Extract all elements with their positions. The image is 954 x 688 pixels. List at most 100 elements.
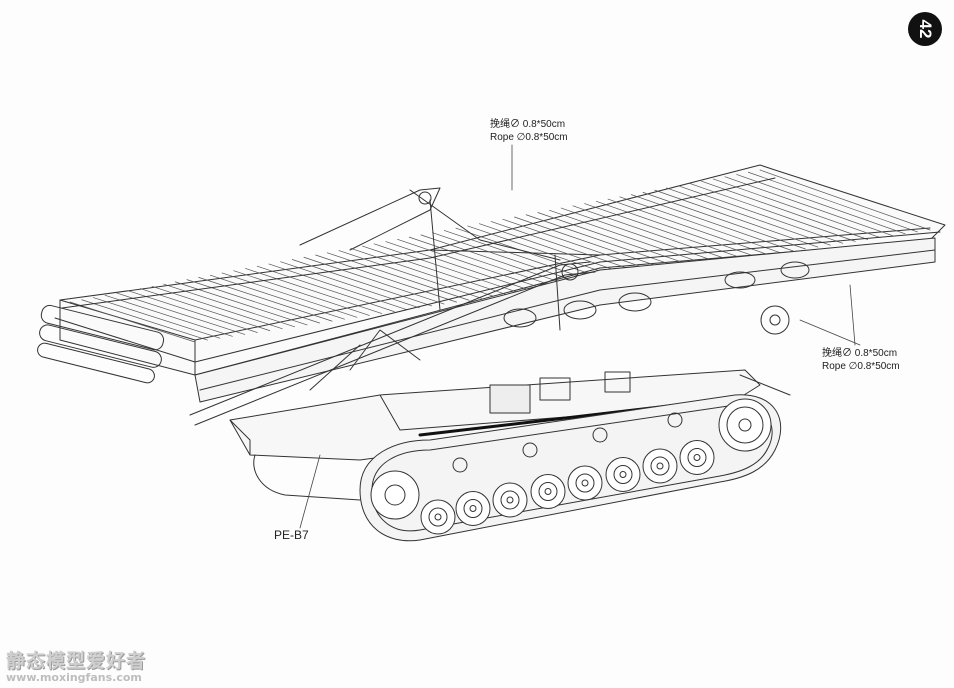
deck-slat [397, 239, 545, 290]
rope-callout-top-en: Rope ∅0.8*50cm [490, 132, 568, 143]
rope-callout-right: 挽绳∅ 0.8*50cm Rope ∅0.8*50cm [822, 347, 900, 373]
deck-slat [128, 290, 258, 333]
road-wheel [434, 513, 442, 521]
left-track-end [229, 419, 361, 501]
deck-slat [420, 234, 570, 286]
road-wheel [687, 448, 707, 467]
bridge-deck [54, 164, 946, 403]
deck-slat [233, 270, 370, 316]
deck-slat [443, 230, 594, 282]
road-wheel [605, 457, 641, 492]
deck-slat [572, 205, 732, 261]
deck-slat [631, 194, 794, 252]
road-wheel [455, 491, 491, 526]
road-wheel [463, 499, 483, 518]
deck-slat [502, 218, 657, 273]
road-wheel [492, 482, 528, 518]
road-wheel [500, 490, 520, 510]
deck-slat [747, 171, 918, 233]
deck-slat [198, 277, 333, 322]
leader-lines [299, 144, 861, 529]
deck-slat [525, 214, 682, 269]
rope-callout-top: 挽绳∅ 0.8*50cm Rope ∅0.8*50cm [490, 118, 568, 144]
deck-slat [478, 223, 632, 276]
deck-slat [701, 180, 869, 240]
road-wheel [530, 474, 566, 509]
deck-slat [362, 245, 507, 295]
deck-slat [209, 274, 345, 320]
girder-holes [503, 261, 810, 328]
road-wheel [642, 448, 678, 484]
road-wheel [656, 462, 664, 470]
deck-slat [514, 216, 669, 271]
rope-callout-top-cn: 挽绳∅ 0.8*50cm [490, 119, 566, 130]
deck-slat [537, 212, 694, 267]
deck-slat [467, 225, 619, 278]
deck-slat [245, 268, 383, 314]
deck-slat [116, 292, 246, 335]
deck-slat [69, 301, 196, 343]
watermark-title: 静态模型爱好者 [6, 650, 147, 672]
deck-slat [677, 185, 844, 244]
deck-slat [104, 294, 233, 337]
deck-slat [584, 203, 744, 259]
road-wheel [544, 488, 552, 495]
road-wheel [567, 465, 603, 501]
deck-slat [759, 169, 931, 231]
road-wheels [420, 440, 715, 535]
deck-slat [93, 297, 221, 339]
front-rollers [37, 304, 165, 384]
deck-slat [642, 192, 806, 250]
deck-slat [350, 247, 495, 297]
road-wheel [575, 473, 595, 493]
deck-slat [268, 263, 408, 311]
deck-slat [280, 261, 420, 309]
deck-slat [139, 288, 271, 331]
road-wheel [581, 479, 589, 487]
road-wheel [506, 496, 514, 504]
deck-slat [385, 241, 532, 292]
deck-slat [490, 221, 644, 275]
deck-slat [455, 227, 607, 280]
road-wheel [613, 465, 633, 484]
deck-slat [373, 243, 520, 293]
deck-slat [221, 272, 358, 318]
site-watermark: 静态模型爱好者 www.moxingfans.com [6, 646, 146, 684]
deck-slat [724, 176, 893, 237]
deck-slat [689, 183, 856, 242]
deck-slat [595, 200, 756, 257]
deck-slat [291, 259, 433, 307]
deck-slat [303, 256, 445, 305]
step-number-badge: 42 [908, 12, 942, 46]
return-rollers [452, 412, 683, 473]
road-wheel [538, 482, 558, 501]
road-wheel [679, 440, 715, 475]
road-wheel [420, 499, 456, 535]
deck-slat [712, 178, 881, 238]
deck-slat [315, 254, 457, 303]
deck-slat [326, 252, 470, 301]
deck-slat [174, 281, 308, 326]
deck-slat [560, 207, 719, 263]
deck-slat [186, 279, 320, 324]
deck-slat [81, 299, 208, 341]
road-wheel [469, 505, 477, 512]
launch-frame [189, 187, 596, 426]
road-wheel [619, 471, 627, 478]
rope-callout-right-cn: 挽绳∅ 0.8*50cm [822, 348, 898, 359]
road-wheel [693, 454, 701, 461]
road-wheel [428, 507, 448, 527]
deck-slat [256, 265, 395, 312]
road-wheel [650, 456, 670, 476]
deck-slat [619, 196, 781, 254]
deck-slat [736, 174, 906, 235]
part-label-pe-b7: PE-B7 [274, 528, 309, 542]
watermark-url: www.moxingfans.com [6, 671, 142, 684]
rope-callout-right-en: Rope ∅0.8*50cm [822, 361, 900, 372]
deck-slat [338, 250, 482, 299]
deck-slat [151, 285, 283, 330]
deck-slat [607, 198, 769, 256]
deck-slat [666, 187, 831, 246]
